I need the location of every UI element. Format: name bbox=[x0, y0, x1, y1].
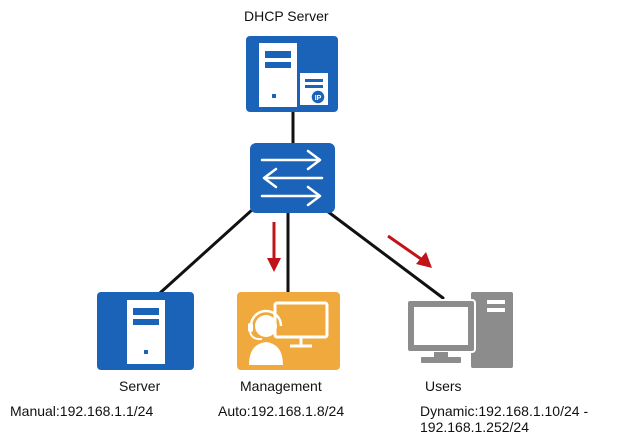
management-label: Management bbox=[240, 378, 322, 394]
svg-text:IP: IP bbox=[315, 95, 322, 102]
dhcp-server-icon: IP bbox=[246, 36, 338, 112]
users-address-range: Dynamic:192.168.1.10/24 - 192.168.1.252/… bbox=[420, 403, 589, 435]
link-switch-users bbox=[321, 206, 445, 300]
dhcp-server-label: DHCP Server bbox=[244, 8, 329, 24]
management-user-icon bbox=[237, 292, 340, 370]
switch-icon bbox=[250, 143, 335, 213]
dhcp-flow-arrow-users bbox=[387, 234, 432, 268]
link-switch-server bbox=[148, 198, 265, 304]
server-label: Server bbox=[119, 378, 161, 394]
desktop-computer-icon bbox=[406, 292, 513, 368]
dhcp-flow-arrow-management bbox=[267, 222, 281, 272]
users-label: Users bbox=[425, 378, 462, 394]
management-address: Auto:192.168.1.8/24 bbox=[218, 403, 345, 419]
server-address: Manual:192.168.1.1/24 bbox=[10, 403, 154, 419]
server-icon bbox=[97, 292, 194, 370]
